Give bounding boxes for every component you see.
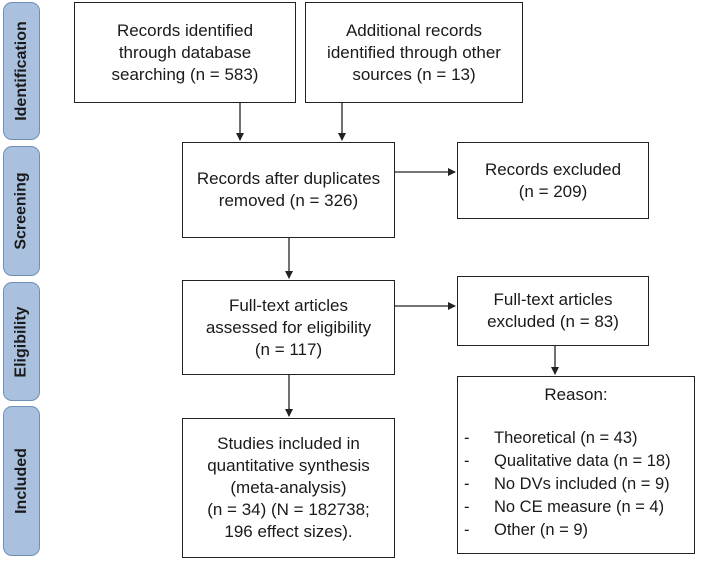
phase-label: Identification	[12, 21, 30, 121]
reason-item: -Theoretical (n = 43)	[464, 429, 638, 447]
phase-label: Included	[12, 448, 30, 514]
reason-item: -Qualitative data (n = 18)	[464, 452, 671, 470]
box-exclusion-reasons: Reason: -Theoretical (n = 43) -Qualitati…	[457, 376, 695, 554]
box-line: (n = 34) (N = 182738;	[207, 500, 370, 519]
reason-item: -No CE measure (n = 4)	[464, 498, 665, 516]
phase-identification: Identification	[3, 2, 40, 140]
box-line: Additional records	[345, 20, 483, 40]
reason-text: No DVs included (n = 9)	[494, 475, 670, 493]
box-database-records: Records identified through database sear…	[74, 2, 296, 103]
box-line: excluded (n = 83)	[487, 312, 619, 331]
reason-item: -Other (n = 9)	[464, 521, 588, 539]
box-studies-included: Studies included in quantitative synthes…	[182, 418, 395, 558]
reason-title: Reason:	[544, 385, 608, 404]
box-line: Full-text articles	[493, 290, 613, 309]
box-line: Records excluded	[484, 159, 622, 179]
reason-text: Other (n = 9)	[494, 521, 588, 539]
box-line: identified through other	[327, 42, 501, 62]
box-line: Full-text articles	[228, 295, 348, 315]
box-fulltext-assessed: Full-text articles assessed for eligibil…	[182, 280, 395, 375]
box-after-duplicates: Records after duplicates removed (n = 32…	[182, 142, 395, 238]
box-line: sources (n = 13)	[352, 64, 476, 84]
reason-text: Theoretical (n = 43)	[494, 429, 638, 447]
box-records-excluded: Records excluded (n = 209)	[457, 142, 649, 219]
phase-label: Screening	[12, 172, 30, 250]
box-line: searching (n = 583)	[111, 64, 259, 84]
box-fulltext-excluded: Full-text articles excluded (n = 83)	[457, 276, 649, 346]
reason-list: -Theoretical (n = 43) -Qualitative data …	[464, 427, 671, 542]
box-line: 196 effect sizes).	[224, 522, 353, 541]
reason-text: Qualitative data (n = 18)	[494, 452, 671, 470]
phase-label: Eligibility	[12, 305, 30, 378]
box-line: removed (n = 326)	[218, 191, 359, 210]
box-other-records: Additional records identified through ot…	[305, 2, 523, 103]
box-line: (meta-analysis)	[230, 478, 347, 497]
box-line: Records identified	[116, 20, 254, 40]
box-line: Studies included in	[217, 434, 360, 453]
box-line: through database	[118, 42, 252, 62]
reason-text: No CE measure (n = 4)	[494, 498, 665, 516]
box-line: quantitative synthesis	[207, 456, 370, 475]
phase-eligibility: Eligibility	[3, 282, 40, 401]
box-line: (n = 117)	[254, 339, 323, 359]
phase-screening: Screening	[3, 146, 40, 276]
phase-included: Included	[3, 406, 40, 556]
box-line: (n = 209)	[518, 181, 588, 201]
box-line: Records after duplicates	[196, 169, 381, 188]
box-line: assessed for eligibility	[205, 317, 372, 337]
reason-item: -No DVs included (n = 9)	[464, 475, 670, 493]
